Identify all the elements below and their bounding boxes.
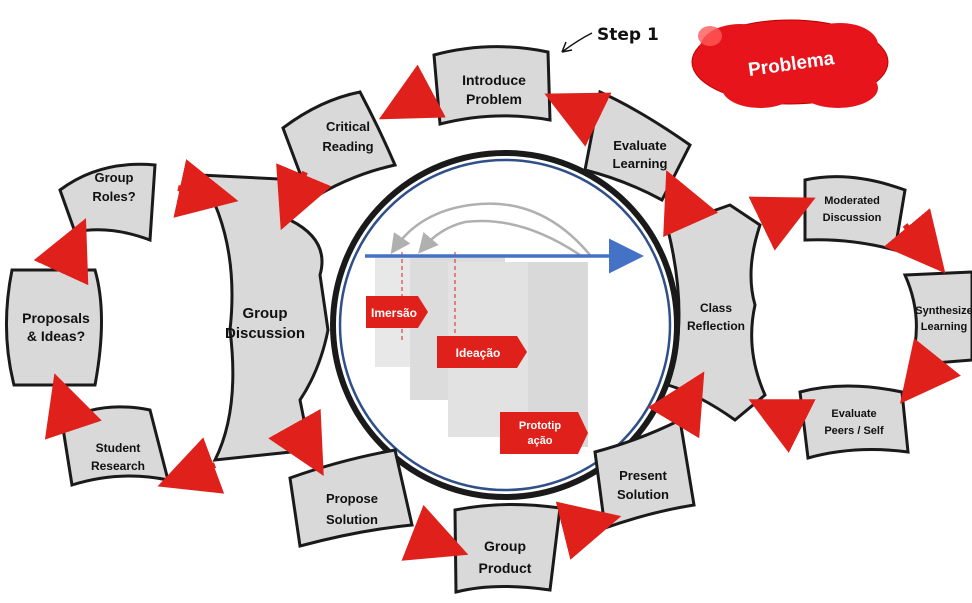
propose-solution-label: Propose <box>326 491 378 506</box>
student-research-label-2: Research <box>91 459 145 473</box>
proposals-ideas-label: Proposals <box>22 310 90 326</box>
arrow-product-to-present <box>555 501 622 560</box>
synthesize-learning-label: Synthesize <box>915 305 972 317</box>
class-reflection-label-2: Reflection <box>687 319 745 333</box>
flow-arrows <box>33 64 961 561</box>
iteration-arc-1 <box>390 202 591 256</box>
arrow-introduce-to-critical <box>378 64 446 120</box>
group-discussion-label-2: Discussion <box>225 325 305 342</box>
synthesize-learning-label-2: Learning <box>921 321 967 333</box>
group-product-label-2: Product <box>479 560 532 576</box>
student-research-label: Student <box>96 441 141 455</box>
problema-cloud: Problema <box>691 19 889 108</box>
step-label: Step 1 <box>597 25 659 45</box>
student-research-card: Student Research <box>60 405 171 487</box>
arrow-synthesize-to-peers <box>900 338 961 404</box>
critical-reading-label-2: Reading <box>322 139 373 154</box>
proposals-ideas-card: Proposals & Ideas? <box>4 268 103 387</box>
proposals-ideas-label-2: & Ideas? <box>27 328 85 344</box>
phase-ideacao-label: Ideação <box>456 346 501 360</box>
introduce-problem-label: Introduce <box>462 72 526 88</box>
group-roles-label-2: Roles? <box>92 189 135 204</box>
present-solution-label-2: Solution <box>617 487 669 502</box>
evaluate-peers-label: Evaluate <box>831 408 876 420</box>
propose-solution-card: Propose Solution <box>288 448 414 548</box>
arrow-discussion-to-research <box>157 437 225 494</box>
arrow-present-to-reflection <box>647 371 705 439</box>
moderated-discussion-label-2: Discussion <box>823 212 882 224</box>
introduce-problem-card: Introduce Problem <box>432 45 552 126</box>
phase-ideacao: Ideação <box>437 336 527 368</box>
present-solution-card: Present Solution <box>593 417 696 531</box>
phase-prototipacao-label-2: ação <box>527 435 552 447</box>
phase-prototipacao-label: Prototip <box>519 420 561 432</box>
introduce-problem-label-2: Problem <box>466 91 522 107</box>
phase-imersao: Imersão <box>366 296 428 328</box>
evaluate-learning-label: Evaluate <box>613 138 666 153</box>
moderated-discussion-label: Moderated <box>824 195 880 207</box>
group-roles-card: Group Roles? <box>58 162 157 243</box>
group-discussion-card: Group Discussion <box>197 173 330 462</box>
class-reflection-label: Class <box>700 301 732 315</box>
phase-imersao-label: Imersão <box>371 306 417 320</box>
class-reflection-card: Class Reflection <box>666 203 767 422</box>
arrow-proposals-to-roles <box>33 218 89 286</box>
arrow-evaluate-to-introduce <box>544 92 612 147</box>
evaluate-peers-card: Evaluate Peers / Self <box>798 384 910 460</box>
group-roles-label: Group <box>95 170 134 185</box>
group-product-card: Group Product <box>453 502 562 594</box>
moderated-discussion-card: Moderated Discussion <box>803 175 907 252</box>
arrow-moderated-to-synthesize <box>883 208 946 274</box>
arrow-discussion-to-propose <box>268 408 324 476</box>
arrow-critical-to-discussion <box>276 163 332 231</box>
group-product-label: Group <box>484 538 526 554</box>
synthesize-learning-card: Synthesize Learning <box>902 270 972 367</box>
critical-reading-label: Critical <box>326 119 370 134</box>
arrow-reflection-to-evaluate <box>663 170 719 238</box>
phase-prototipacao: Prototip ação <box>500 412 588 454</box>
arrow-propose-to-product <box>401 504 469 561</box>
arrow-roles-to-discussion <box>173 159 239 218</box>
step-annotation: Step 1 <box>561 25 659 53</box>
propose-solution-label-2: Solution <box>326 512 378 527</box>
evaluate-peers-label-2: Peers / Self <box>824 425 884 437</box>
present-solution-label: Present <box>619 468 667 483</box>
arrow-peers-to-reflection <box>748 399 816 453</box>
group-discussion-label: Group <box>243 305 288 322</box>
evaluate-learning-label-2: Learning <box>613 156 668 171</box>
arrow-reflection-to-moderated <box>748 196 816 251</box>
iteration-arc-2 <box>418 219 581 257</box>
arrow-research-to-proposals <box>44 373 102 440</box>
